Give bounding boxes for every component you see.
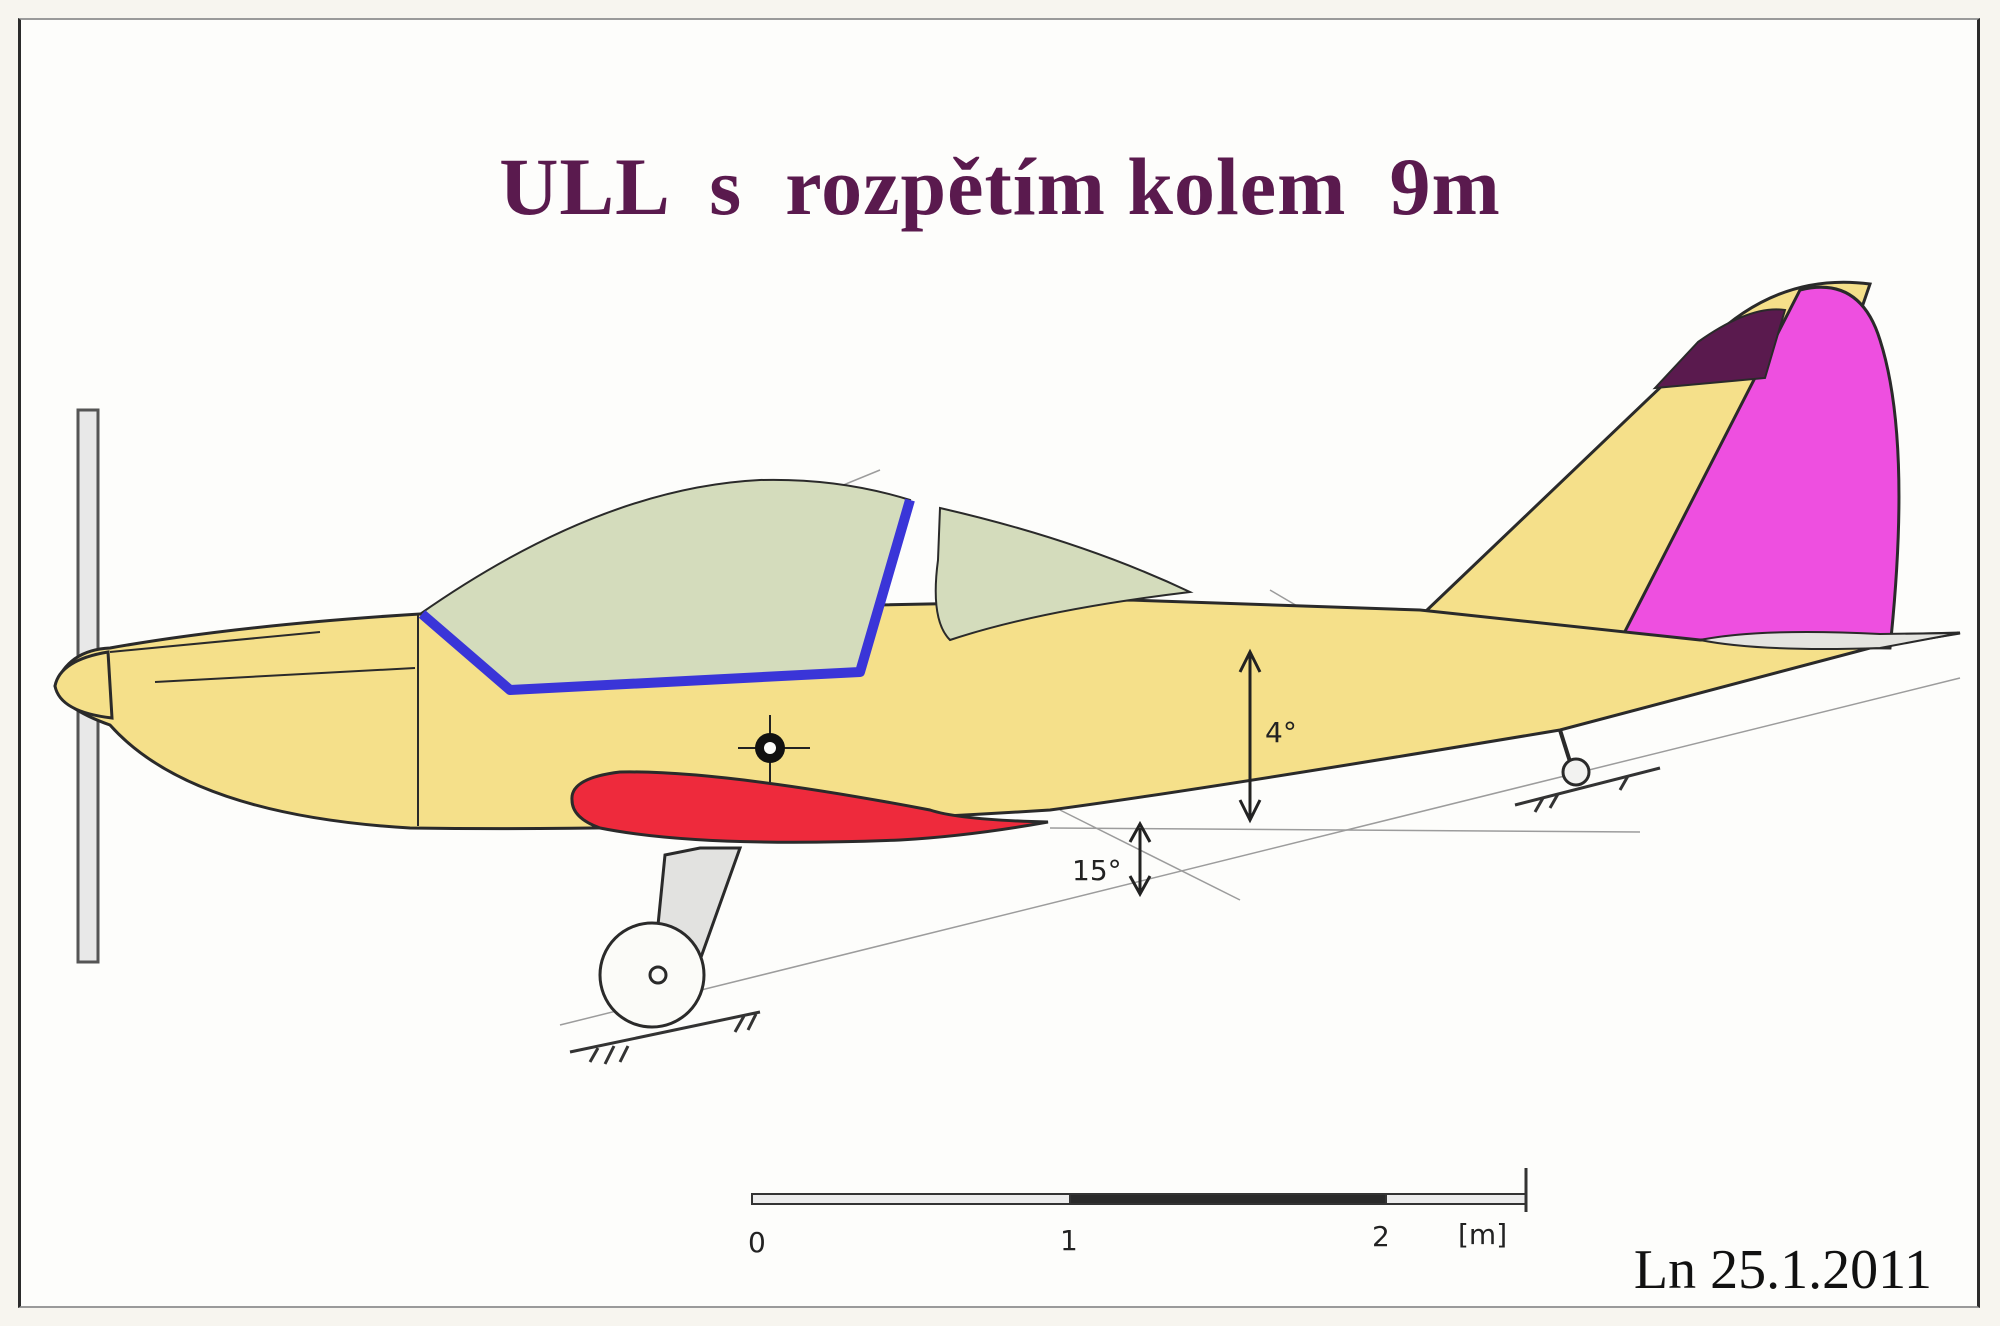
- scale-tick-1: 1: [1060, 1224, 1078, 1257]
- ground-angle-line: [1059, 809, 1241, 901]
- cowling-seams: [109, 614, 419, 826]
- ground-hatches: [569, 766, 1661, 1065]
- horizontal-stabilizer: [1699, 631, 1961, 650]
- scale-tick-0: 0: [748, 1226, 766, 1259]
- center-of-gravity-marker: [738, 715, 810, 782]
- scale-bar: 0 1 2 [m]: [748, 1168, 1528, 1259]
- scale-segment-2-end: [1385, 1193, 1527, 1205]
- rudder-tip: [1652, 308, 1787, 390]
- drawing-date: Ln 25.1.2011: [1633, 1239, 1932, 1301]
- tail-wheel: [1561, 757, 1591, 787]
- front-canopy: [418, 478, 912, 692]
- wing-incidence-label: 4°: [1265, 716, 1297, 749]
- scale-tick-2: 2: [1372, 1220, 1390, 1253]
- spinner: [53, 650, 114, 720]
- canopy-frame: [418, 498, 915, 695]
- wing-section: [570, 770, 1049, 844]
- rear-window: [934, 506, 1194, 642]
- rudder: [1615, 285, 1901, 650]
- wing-incidence-dimension: 4°: [1238, 648, 1297, 824]
- main-wheel: [598, 921, 706, 1029]
- main-wheel-hub: [648, 965, 668, 985]
- ground-angle-dimension: 15°: [1072, 820, 1152, 898]
- scale-segment-1-2: [1069, 1193, 1387, 1205]
- scale-segment-0-1: [751, 1193, 1071, 1205]
- drawing-title: ULL s rozpětím kolem 9m: [499, 141, 1501, 232]
- scale-unit: [m]: [1458, 1218, 1507, 1251]
- ground-line: [559, 677, 1961, 1026]
- ground-angle-label: 15°: [1072, 854, 1122, 887]
- wing-chord-line: [1049, 827, 1641, 833]
